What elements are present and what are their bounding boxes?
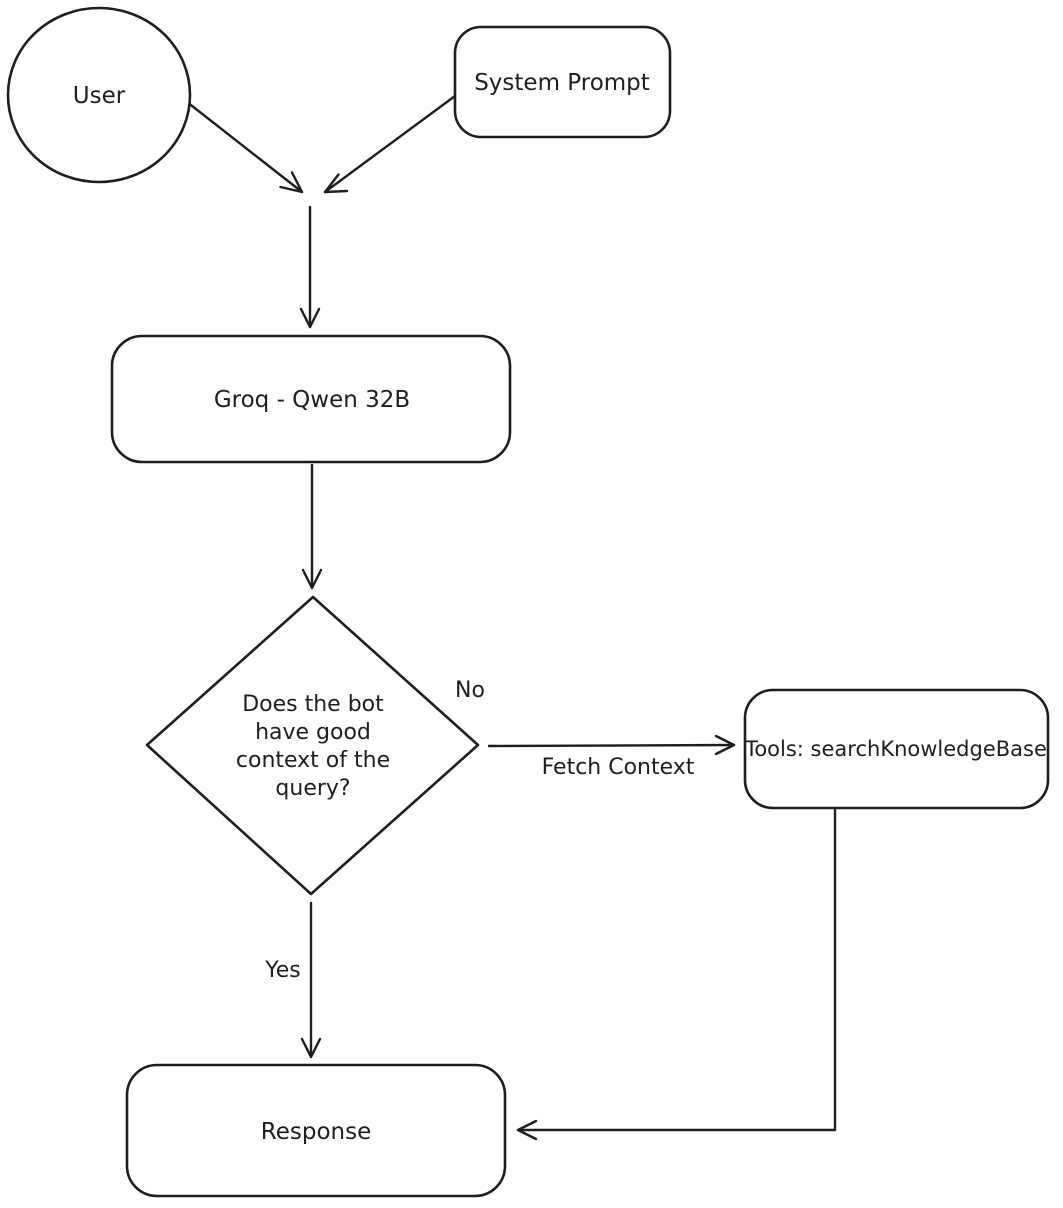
- decision-label-line-1: Does the bot: [242, 692, 384, 717]
- system-prompt-node: System Prompt: [453, 25, 672, 139]
- arrowhead-down: [299, 307, 321, 329]
- edge-decision-to-response: [300, 901, 322, 1059]
- edge-user-to-model: [185, 100, 304, 194]
- edge-label-yes: Yes: [264, 958, 301, 983]
- user-node: User: [6, 6, 192, 184]
- decision-label-line-3: context of the: [236, 748, 390, 773]
- edge-label-no: No: [455, 678, 485, 703]
- edge-converge-to-model: [299, 205, 321, 329]
- arrowhead-down-left: [323, 173, 349, 194]
- response-label: Response: [261, 1119, 371, 1145]
- model-shape: [110, 334, 512, 464]
- decision-node: Does the bot have good context of the qu…: [145, 595, 480, 896]
- user-circle-shape: [6, 6, 192, 184]
- system-prompt-label: System Prompt: [474, 70, 650, 96]
- edge-label-fetch-context: Fetch Context: [542, 755, 695, 780]
- arrowhead-down: [301, 568, 323, 590]
- decision-diamond-shape: [145, 595, 480, 896]
- edge-system-prompt-to-model: [323, 94, 457, 194]
- model-node: Groq - Qwen 32B: [110, 334, 512, 464]
- system-prompt-shape: [453, 25, 672, 139]
- tools-node: Tools: searchKnowledgeBase: [743, 688, 1050, 810]
- tools-shape: [743, 688, 1050, 810]
- response-node: Response: [125, 1063, 507, 1198]
- model-label: Groq - Qwen 32B: [214, 387, 410, 413]
- arrowhead-right: [714, 734, 736, 756]
- edge-tools-to-response: [516, 808, 837, 1141]
- arrowhead-down-right: [279, 171, 304, 194]
- tools-label: Tools: searchKnowledgeBase: [744, 737, 1047, 761]
- arrowhead-left: [516, 1119, 538, 1141]
- edge-model-to-decision: [301, 463, 323, 590]
- response-shape: [125, 1063, 507, 1198]
- edge-decision-to-tools: [487, 734, 736, 756]
- arrowhead-down: [300, 1037, 322, 1059]
- user-node-label: User: [73, 83, 126, 109]
- decision-label-line-4: query?: [275, 776, 350, 801]
- decision-label-line-2: have good: [255, 720, 371, 745]
